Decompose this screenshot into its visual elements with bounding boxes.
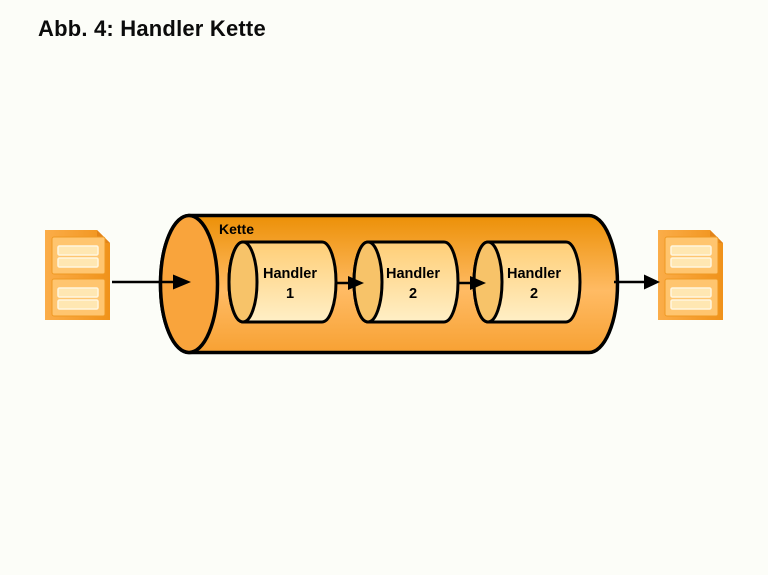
arrow-head: [173, 274, 191, 290]
target-document-icon: [657, 229, 724, 321]
arrow-head: [470, 276, 486, 290]
handler-number: 1: [286, 286, 294, 302]
source-document-icon: [44, 229, 111, 321]
handler-cylinder-cap: [227, 240, 259, 324]
handler-arrow-2: [458, 276, 486, 290]
handler-number: 2: [530, 286, 538, 302]
handler-label: Handler: [386, 266, 440, 282]
input-arrow: [112, 274, 191, 290]
handler-arrow-1: [336, 276, 364, 290]
figure-title: Abb. 4: Handler Kette: [38, 16, 266, 41]
handler-label: Handler: [507, 266, 561, 282]
handler-cylinder-2: Handler 2: [352, 240, 460, 324]
handler-number: 2: [409, 286, 417, 302]
arrow-head: [644, 274, 660, 290]
output-arrow: [614, 274, 660, 290]
handler-label: Handler: [263, 266, 317, 282]
handler-cylinder-1: Handler 1: [227, 240, 338, 324]
handler-cylinder-3: Handler 2: [472, 240, 582, 324]
chain-label: Kette: [219, 221, 254, 237]
chain-cylinder-cap: [158, 213, 220, 355]
arrow-head: [348, 276, 364, 290]
